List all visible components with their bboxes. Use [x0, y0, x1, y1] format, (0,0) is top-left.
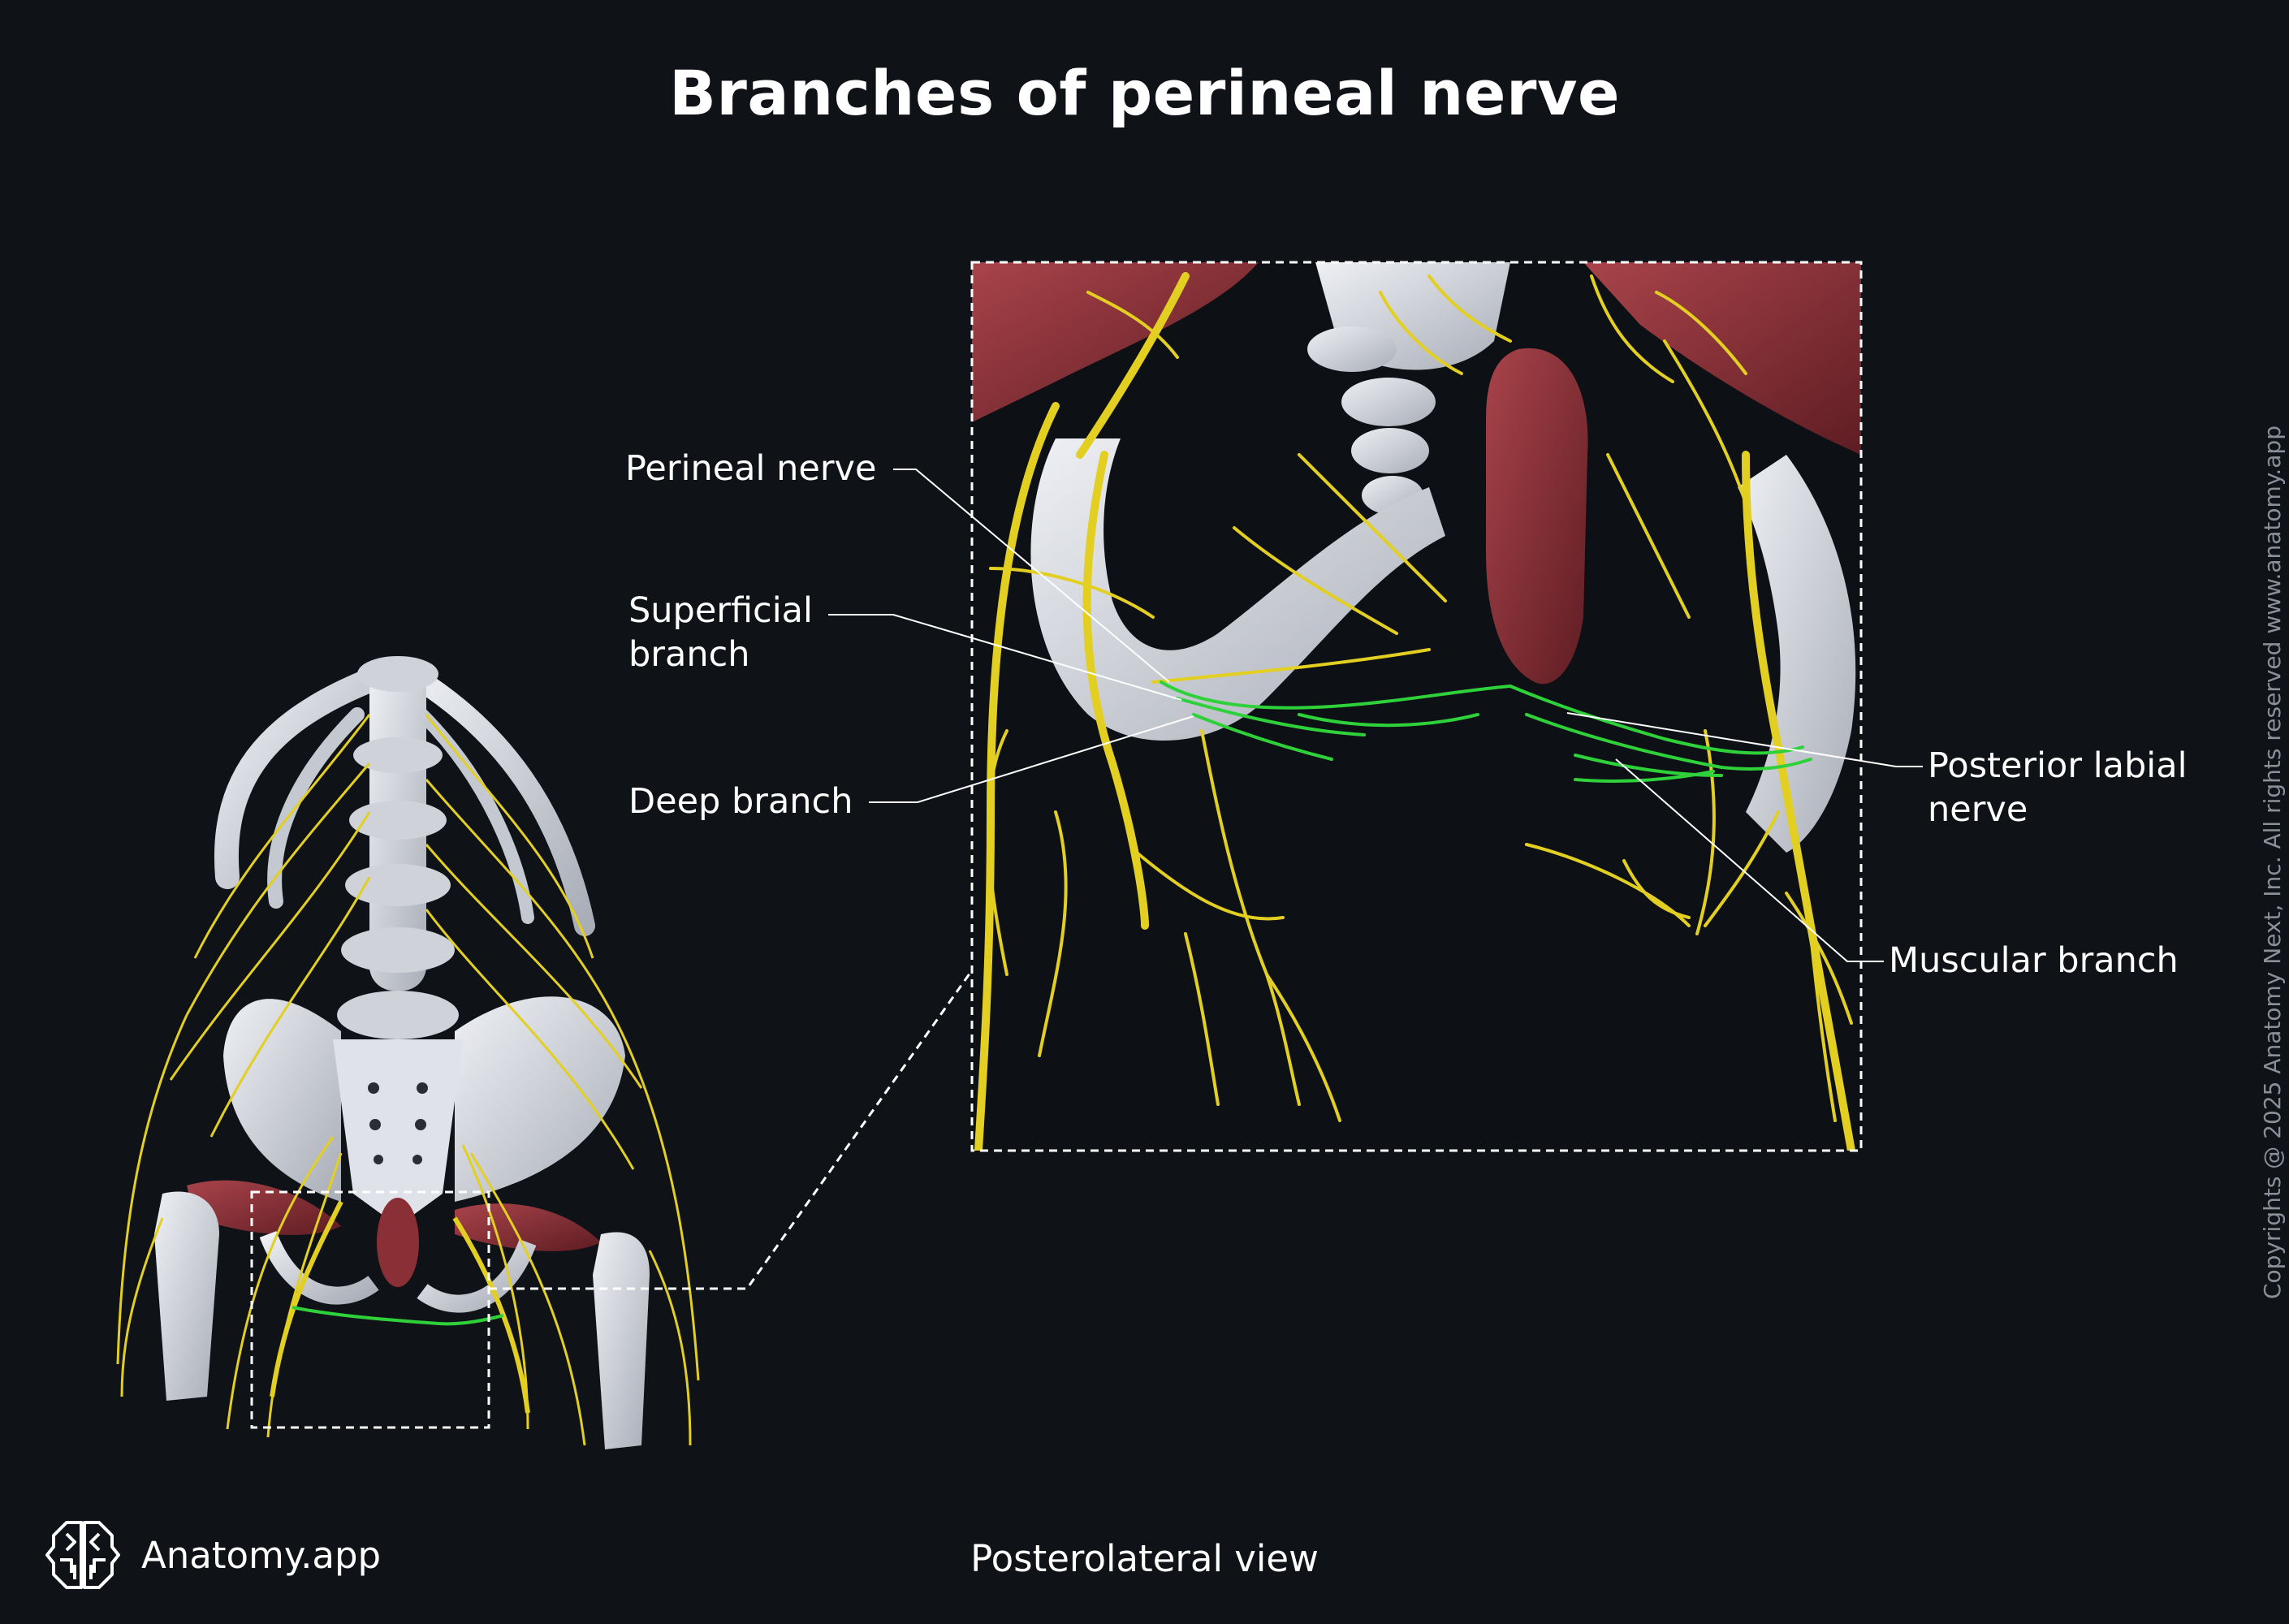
- label-superficial-branch-line1: Superficial: [628, 590, 813, 631]
- brand[interactable]: Anatomy.app: [42, 1514, 381, 1596]
- copyright-notice: Copyrights @ 2025 Anatomy Next, Inc. All…: [2259, 425, 2286, 1299]
- label-muscular-branch: Muscular branch: [1889, 940, 2179, 981]
- zoomed-detail-panel: [970, 261, 1863, 1152]
- label-perineal-nerve: Perineal nerve: [625, 448, 877, 489]
- view-caption: Posterolateral view: [970, 1537, 1319, 1580]
- label-posterior-labial-line1: Posterior labial: [1928, 745, 2188, 786]
- zoom-connector-line: [489, 970, 974, 1290]
- label-posterior-labial-line2: nerve: [1928, 789, 2028, 830]
- brain-logo-icon: [45, 1521, 120, 1589]
- page-title: Branches of perineal nerve: [668, 57, 1621, 129]
- leader-lines: [828, 469, 1923, 962]
- label-deep-branch: Deep branch: [628, 781, 853, 822]
- perineal-nerve-branches: [1160, 680, 1812, 783]
- full-pelvis-figure: [116, 656, 700, 1449]
- brand-name: Anatomy.app: [141, 1533, 382, 1577]
- label-superficial-branch-line2: branch: [628, 634, 750, 675]
- zoom-frame: [970, 261, 1863, 1152]
